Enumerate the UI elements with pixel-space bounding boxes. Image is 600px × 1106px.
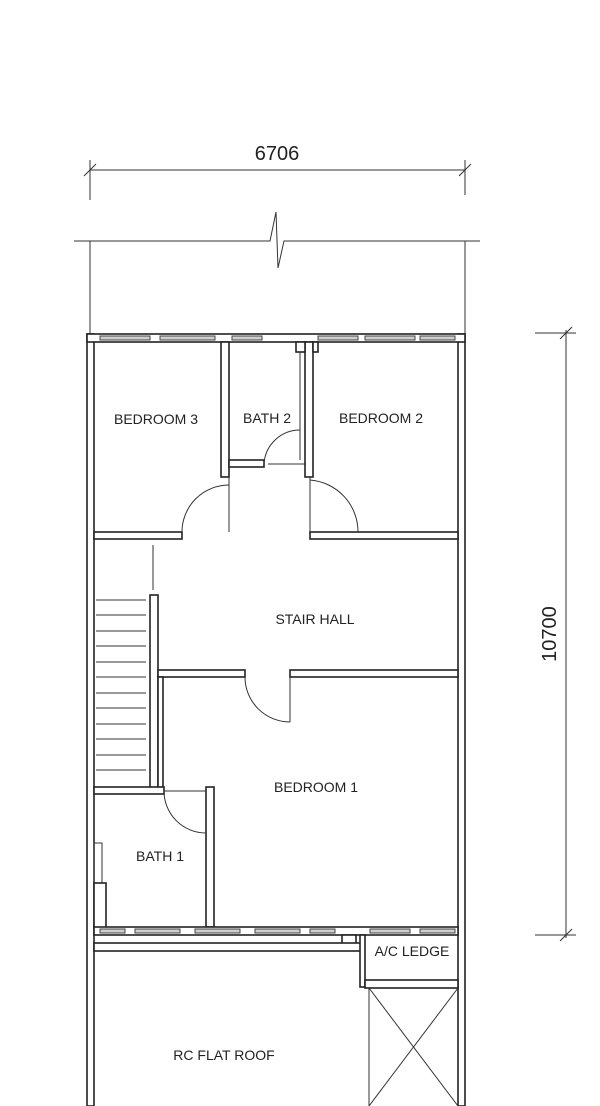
room-label-bedroom-2: BEDROOM 2 — [339, 410, 423, 426]
room-label-bath-1: BATH 1 — [136, 848, 184, 864]
width-dimension-label: 6706 — [255, 143, 300, 165]
upper-partitions — [93, 341, 459, 540]
room-label-stair-hall: STAIR HALL — [275, 611, 354, 627]
room-label-bedroom-3: BEDROOM 3 — [114, 411, 198, 427]
depth-dimension-label: 10700 — [539, 606, 561, 662]
room-label-ac-ledge: A/C LEDGE — [375, 943, 450, 959]
rear-wall — [93, 926, 459, 952]
break-line — [74, 211, 480, 269]
middle-partitions — [93, 669, 459, 929]
depth-dimension: 10700 — [535, 326, 576, 942]
outer-walls — [86, 333, 466, 1106]
ac-ledge-area — [359, 934, 459, 1106]
room-label-bedroom-1: BEDROOM 1 — [274, 779, 358, 795]
room-label-bath-2: BATH 2 — [243, 410, 291, 426]
staircase — [96, 545, 159, 791]
width-dimension: 6706 — [83, 143, 472, 200]
room-label-rc-flat-roof: RC FLAT ROOF — [173, 1047, 274, 1063]
